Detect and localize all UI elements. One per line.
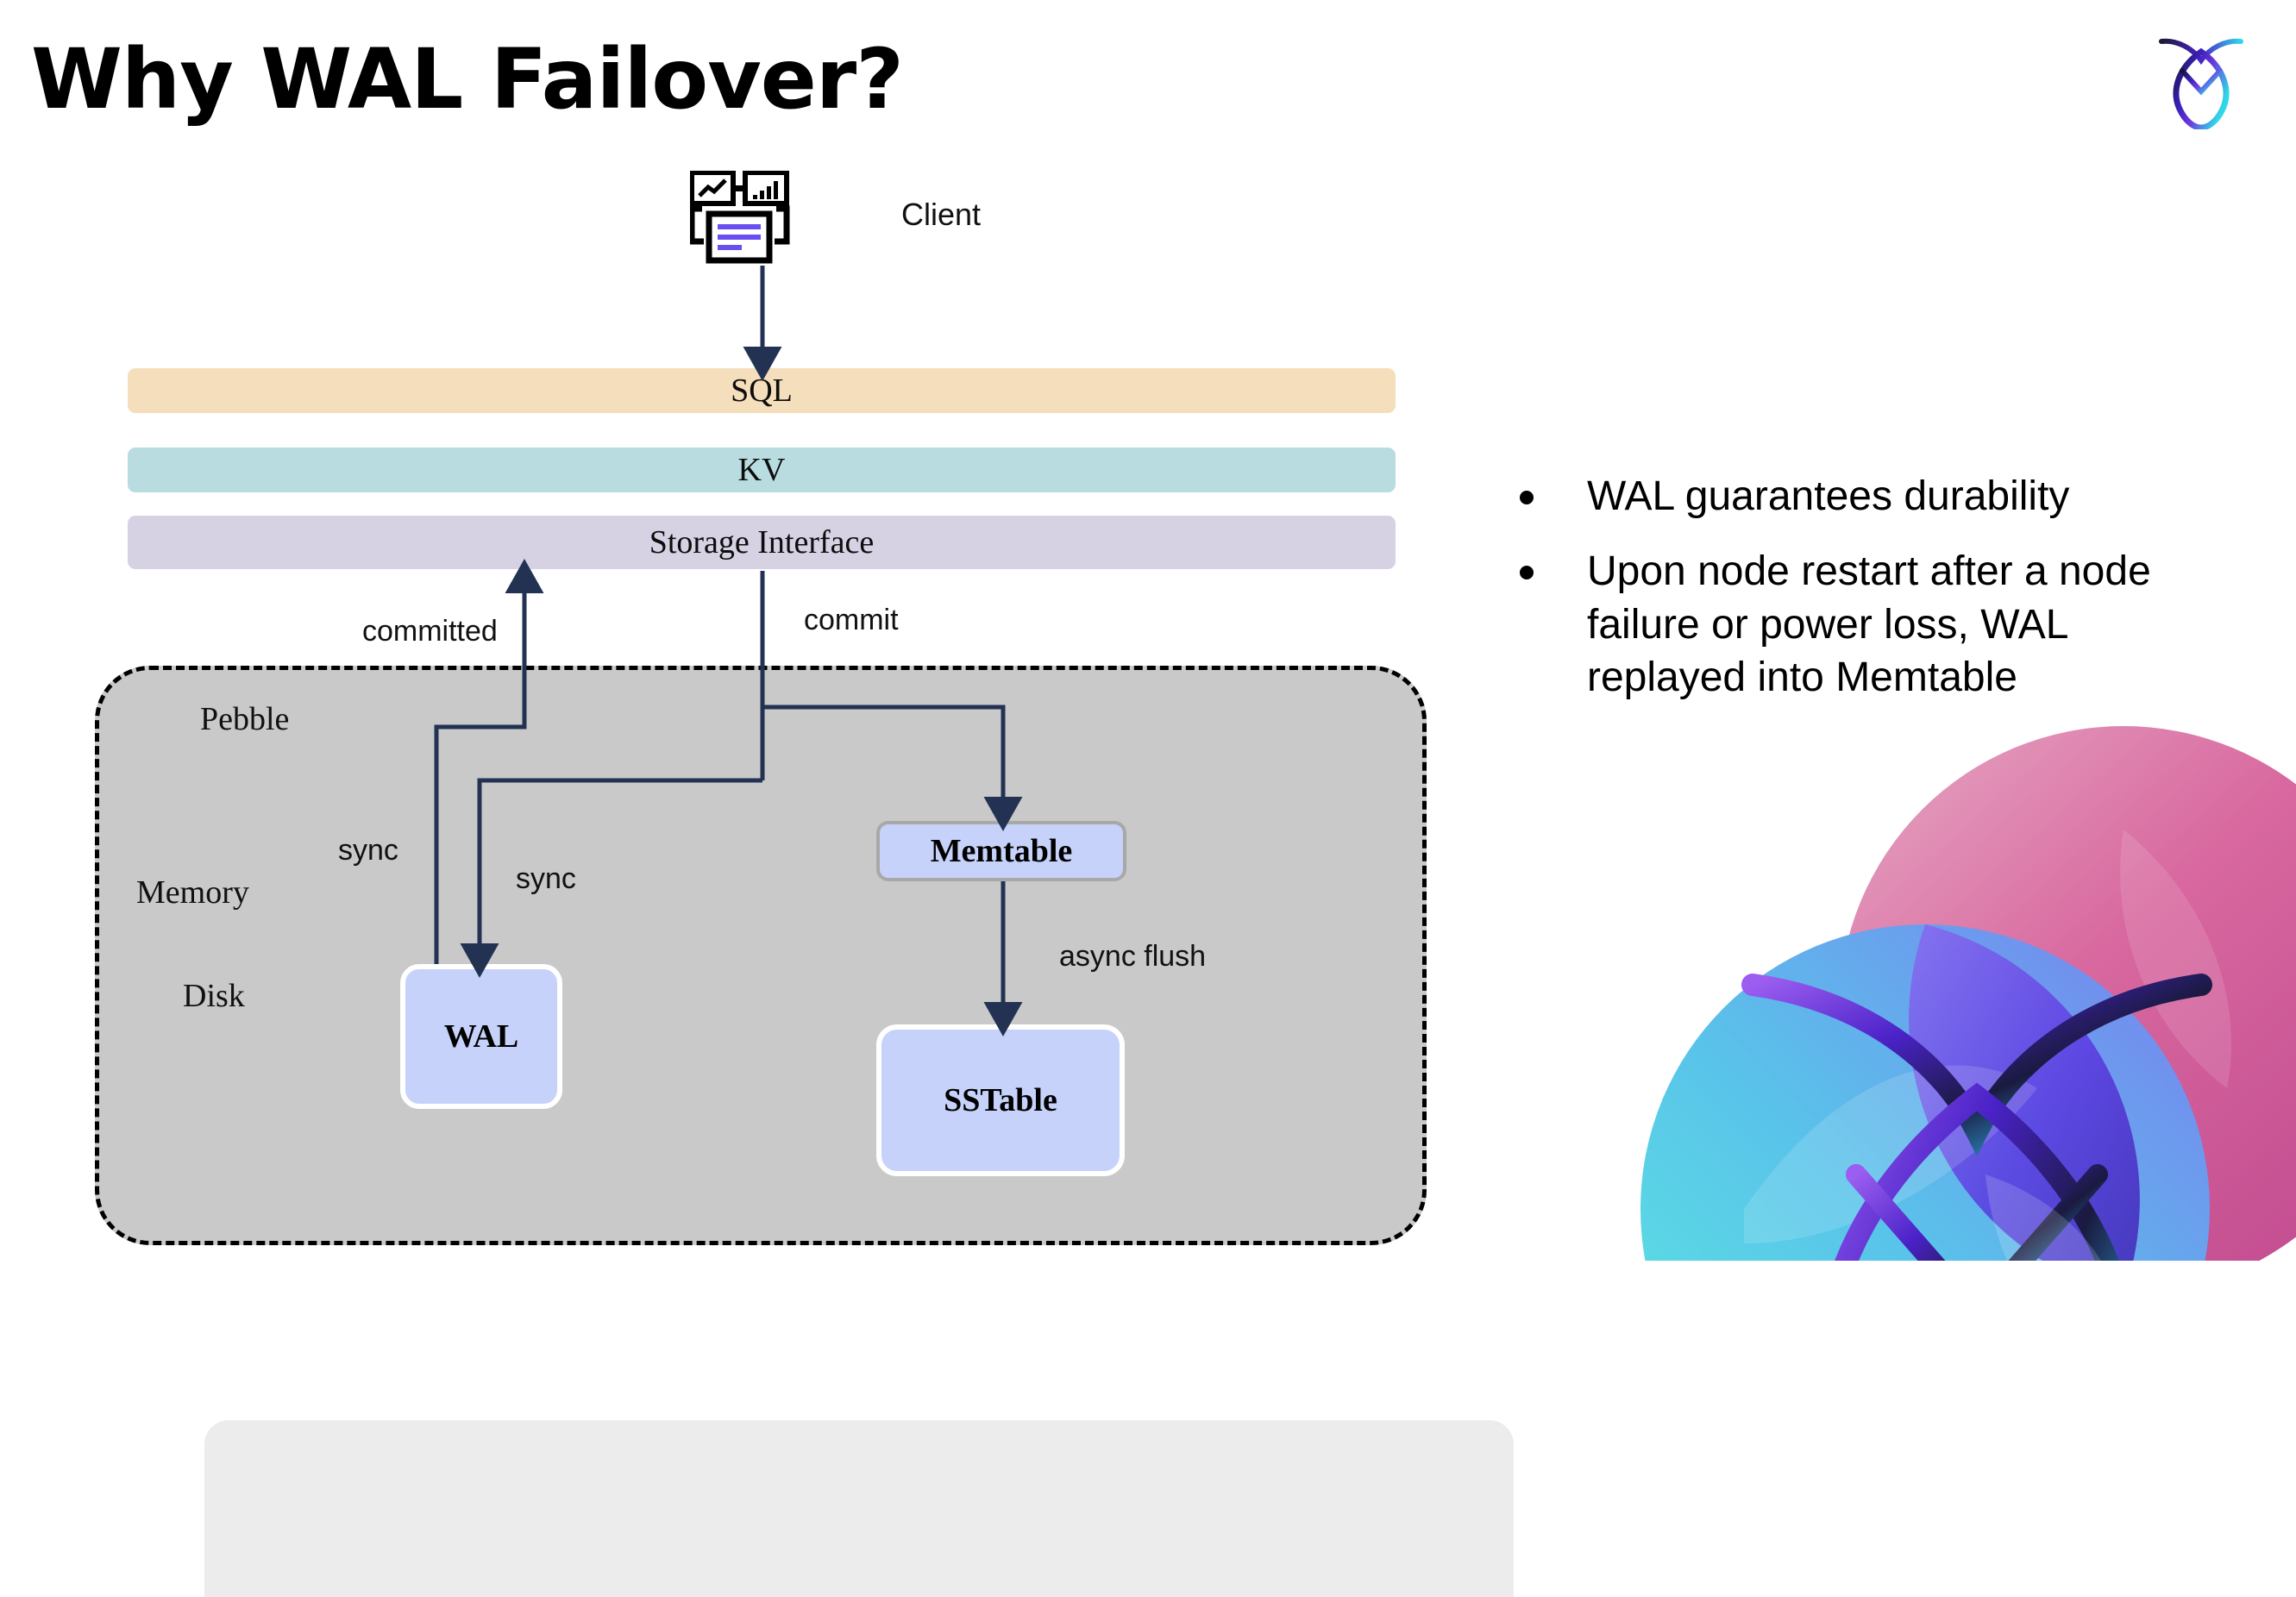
stack-layer-kv: KV (128, 448, 1396, 492)
bullet-dot-icon (1520, 566, 1534, 580)
edge-label-committed: committed (362, 615, 498, 648)
edge-label-sync-right: sync (516, 862, 576, 895)
bullet-text: WAL guarantees durability (1587, 473, 2070, 519)
client-dashboard-icon (688, 170, 828, 274)
disk-region-label: Disk (183, 978, 245, 1014)
stack-layer-storage-label: Storage Interface (649, 524, 875, 561)
client-label: Client (901, 197, 982, 232)
edge-label-commit: commit (804, 604, 899, 636)
memory-region-label: Memory (136, 874, 249, 911)
list-item: Upon node restart after a node failure o… (1520, 545, 2236, 704)
memtable-box: Memtable (876, 821, 1126, 881)
sstable-box-label: SSTable (944, 1082, 1057, 1118)
pebble-label: Pebble (200, 701, 290, 737)
list-item: WAL guarantees durability (1520, 470, 2236, 523)
stack-layer-sql: SQL (128, 368, 1396, 413)
wal-box: WAL (400, 964, 562, 1109)
corner-decoration-graphic (1640, 726, 2296, 1261)
cockroach-labs-logo-icon (2149, 26, 2253, 131)
edge-label-sync-left: sync (338, 834, 398, 867)
page-title: Why WAL Failover? (31, 31, 904, 128)
bullet-list: WAL guarantees durability Upon node rest… (1520, 470, 2236, 727)
memory-region (204, 1420, 1514, 1597)
stack-layer-storage-interface: Storage Interface (128, 516, 1396, 569)
bullet-text: Upon node restart after a node failure o… (1587, 548, 2151, 701)
memtable-box-label: Memtable (930, 833, 1073, 869)
edge-label-async-flush: async flush (1059, 940, 1207, 973)
pebble-container (95, 666, 1514, 1597)
bullet-dot-icon (1520, 491, 1534, 504)
stack-layer-sql-label: SQL (731, 373, 793, 409)
sstable-box: SSTable (876, 1024, 1125, 1176)
stack-layer-kv-label: KV (737, 452, 786, 488)
wal-box-label: WAL (443, 1018, 519, 1055)
